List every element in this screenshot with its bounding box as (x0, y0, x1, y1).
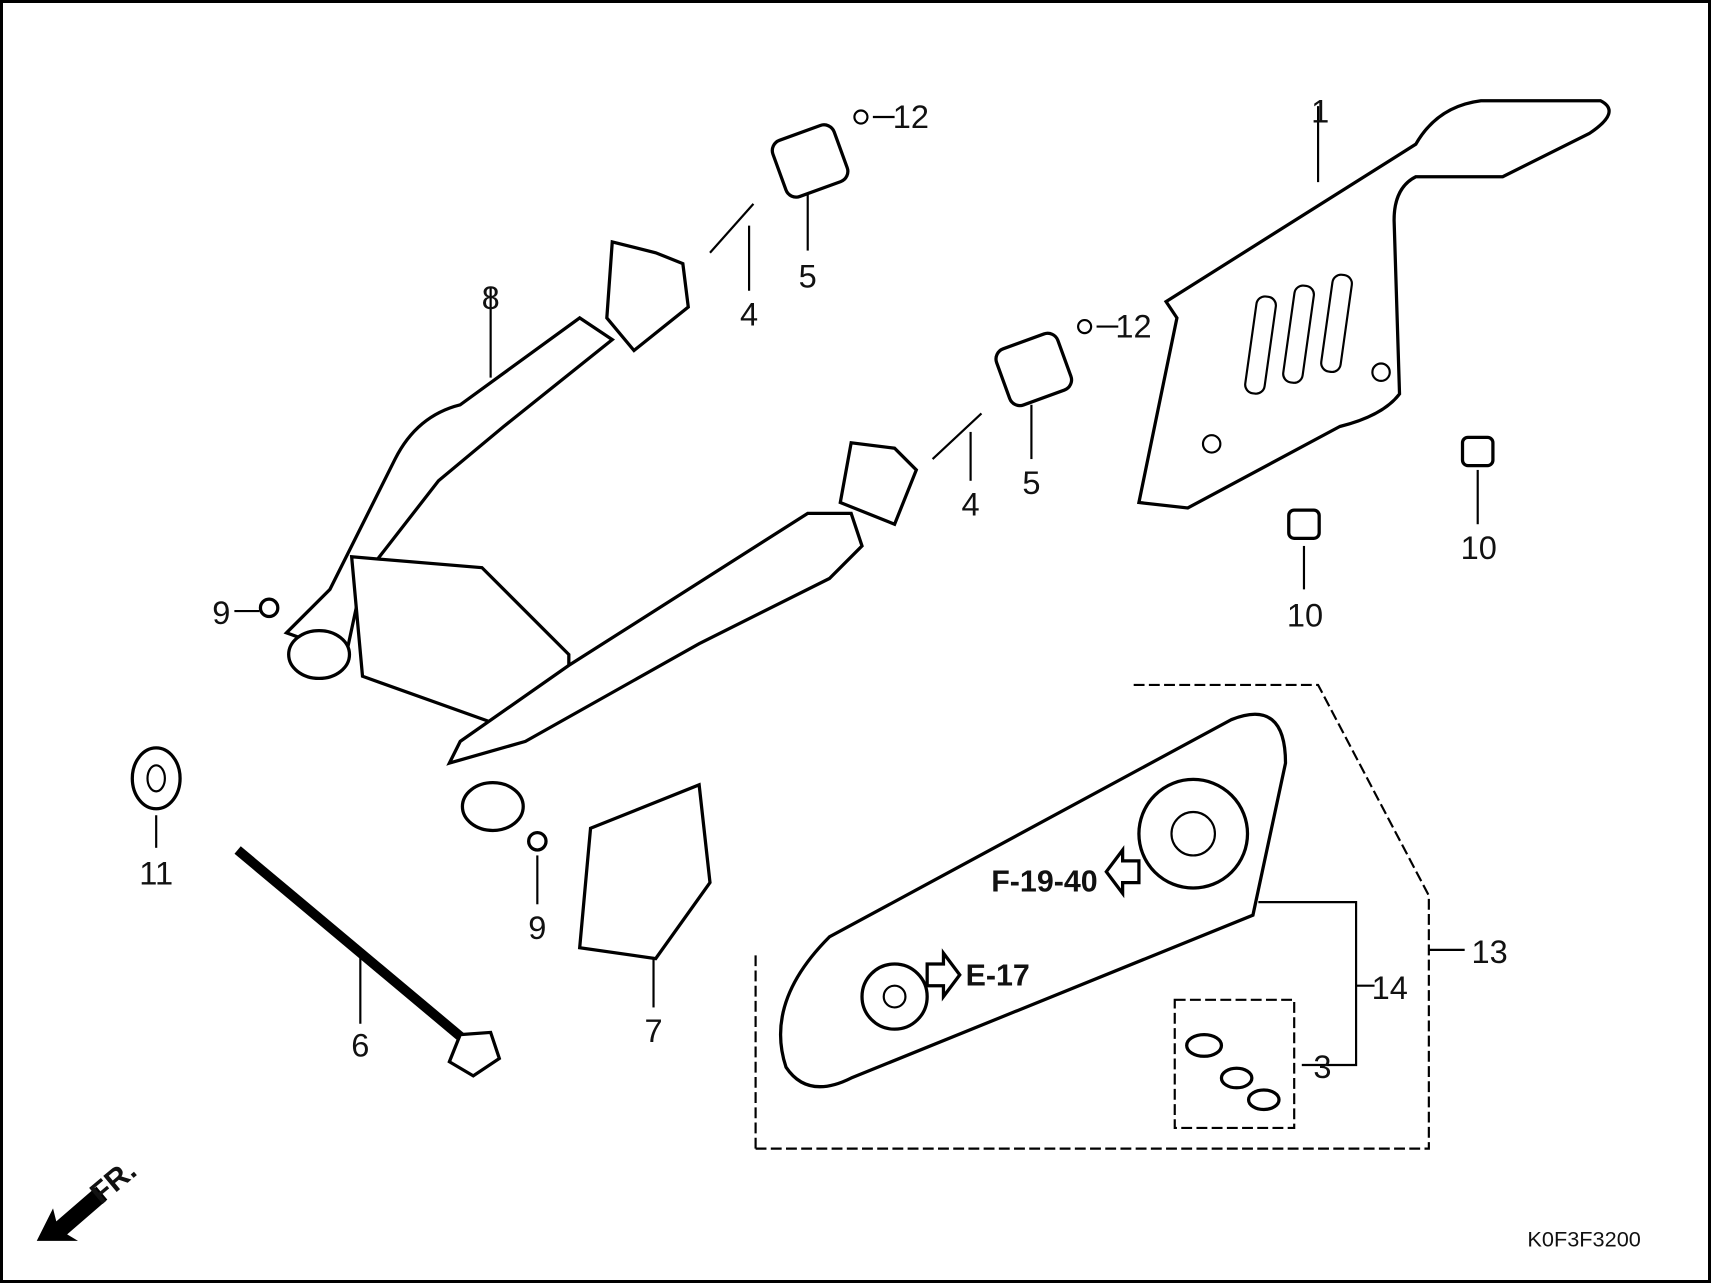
bolt-10-parts (1287, 435, 1495, 590)
label-10: 10 (1461, 530, 1497, 566)
label-10: 10 (1287, 597, 1323, 633)
label-14: 14 (1372, 970, 1408, 1006)
chain-case-part (1136, 99, 1611, 510)
diagram-canvas: 1 12 12 5 5 4 4 8 9 9 10 10 11 6 7 13 14… (36, 93, 1641, 1251)
label-13: 13 (1472, 934, 1508, 970)
misc-parts (130, 597, 712, 1078)
drawing-code: K0F3F3200 (1527, 1226, 1640, 1251)
label-9: 9 (212, 595, 230, 631)
label-5: 5 (799, 259, 817, 295)
label-4: 4 (740, 297, 758, 333)
chain-adjuster-parts (709, 109, 1119, 481)
ref-drive-sprocket: E-17 (966, 959, 1030, 993)
label-1: 1 (1311, 93, 1329, 129)
drive-chain-kit (754, 683, 1465, 1150)
swingarm-part (283, 239, 919, 833)
label-9: 9 (528, 910, 546, 946)
label-5: 5 (1022, 465, 1040, 501)
label-8: 8 (482, 280, 500, 316)
front-arrow-icon (36, 1186, 108, 1241)
ref-rear-sprocket: F-19-40 (991, 864, 1097, 898)
label-6: 6 (351, 1027, 369, 1063)
label-11: 11 (139, 856, 173, 892)
label-12: 12 (1115, 308, 1151, 344)
label-3: 3 (1313, 1049, 1331, 1085)
label-7: 7 (644, 1013, 662, 1049)
label-12: 12 (893, 99, 929, 135)
label-4: 4 (962, 487, 980, 523)
